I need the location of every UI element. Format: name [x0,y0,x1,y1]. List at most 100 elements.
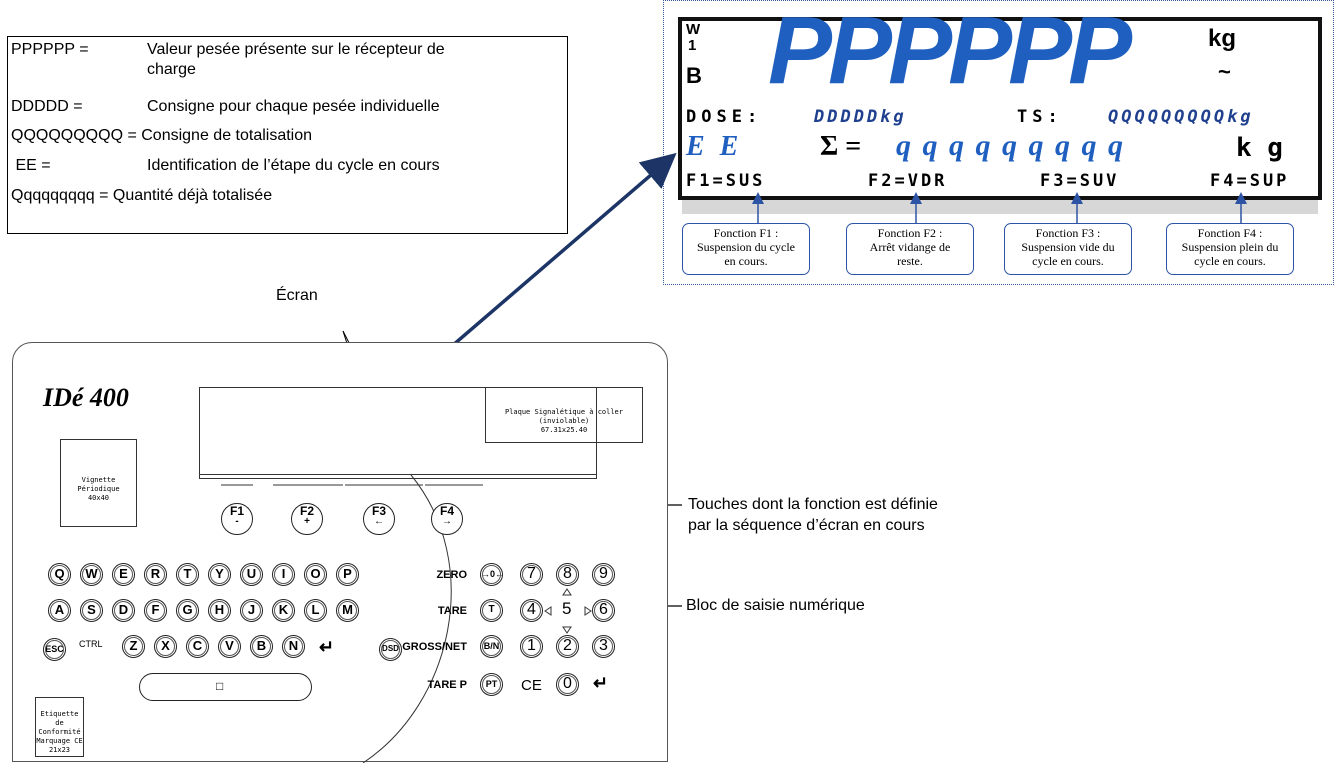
key-l[interactable]: L [304,599,327,622]
ctrl-key[interactable]: CTRL [79,639,103,649]
callout-title: Fonction F4 : [1197,226,1263,240]
brut-indicator: B [686,63,702,88]
ce-text: Marquage CE [36,737,83,745]
numpad-enter-key[interactable]: ↵ [593,673,609,693]
esc-key[interactable]: ESC [43,638,66,661]
key-i[interactable]: I [272,563,295,586]
sticker-text: Vignette Périodique [77,476,120,493]
key-c[interactable]: C [186,635,209,658]
key-g[interactable]: G [176,599,199,622]
key-b[interactable]: B [250,635,273,658]
callout-line: reste. [897,254,923,268]
sticker-size: 40x40 [87,494,110,502]
nameplate-size: 67.31x25.40 [540,426,588,434]
key-f[interactable]: F [144,599,167,622]
step-identifier: E E [686,131,743,162]
w-indicator: W [686,21,701,38]
callout-line: cycle en cours. [1032,254,1104,268]
key-p[interactable]: P [336,563,359,586]
total-value: q q q q q q q q q [896,129,1125,162]
key-y[interactable]: Y [208,563,231,586]
f1-key[interactable]: F1- [221,503,253,535]
total-unit: k g [1236,133,1283,163]
key-2[interactable]: 2 [556,635,579,658]
key-1[interactable]: 1 [520,635,543,658]
key-k[interactable]: K [272,599,295,622]
legend-key: PPPPPP = [11,41,89,58]
callout-line: Suspension plein du [1181,240,1279,254]
key-x[interactable]: X [154,635,177,658]
key-n[interactable]: N [282,635,305,658]
spacebar[interactable]: □ [139,673,312,701]
legend-value: Valeur pesée présente sur le récepteur d… [147,41,445,58]
f4-key[interactable]: F4→ [431,503,463,535]
legend-key: DDDDD = [11,98,83,115]
callout-arrows [752,192,1247,223]
ce-text: 21x23 [48,746,71,754]
key-v[interactable]: V [218,635,241,658]
ce-text: Etiquette de [40,710,79,727]
tare-key[interactable]: T [480,599,503,622]
key-symbol: ← [374,516,384,527]
key-w[interactable]: W [80,563,103,586]
weight-unit: kg [1208,25,1237,52]
sigma-sign: Σ = [820,131,862,162]
callout-f2: Fonction F2 : Arrêt vidange de reste. [846,223,974,275]
callout-line: en cours. [724,254,768,268]
callout-title: Fonction F1 : [713,226,779,240]
key-h[interactable]: H [208,599,231,622]
key-9[interactable]: 9 [592,563,615,586]
key-4[interactable]: 4 [520,599,543,622]
nameplate: Plaque Signalétique à coller (inviolable… [485,387,643,443]
key-symbol: + [304,516,310,527]
key-label: F2 [299,504,314,518]
key-d[interactable]: D [112,599,135,622]
key-r[interactable]: R [144,563,167,586]
tare-p-key[interactable]: PT [480,673,503,696]
key-symbol: → [442,516,452,527]
legend-key: Qqqqqqqqq = Quantité déjà totalisée [11,187,273,204]
key-j[interactable]: J [240,599,263,622]
callout-title: Fonction F3 : [1035,226,1101,240]
zero-label: ZERO [436,569,467,581]
f2-key[interactable]: F2+ [291,503,323,535]
key-t[interactable]: T [176,563,199,586]
weighing-terminal: IDé 400 Plaque Signalétique à coller (in… [12,342,668,763]
legend-box: PPPPPP = Valeur pesée présente sur le ré… [7,36,568,234]
key-3[interactable]: 3 [592,635,615,658]
key-6[interactable]: 6 [592,599,615,622]
callout-line: Suspension vide du [1021,240,1115,254]
callout-f4: Fonction F4 : Suspension plein du cycle … [1166,223,1294,275]
touches-label-1: Touches dont la fonction est définie [688,496,938,513]
dsd-key[interactable]: DSD [379,638,402,661]
key-8[interactable]: 8 [556,563,579,586]
ce-key[interactable]: CE [521,677,542,694]
enter-key[interactable]: ↵ [319,637,335,657]
device-screen [199,387,597,475]
dose-label: DOSE: [686,107,763,127]
bloc-label: Bloc de saisie numérique [686,597,865,614]
key-u[interactable]: U [240,563,263,586]
key-a[interactable]: A [48,599,71,622]
f1-display: F1=SUS [686,171,766,191]
key-0[interactable]: 0 [556,673,579,696]
key-7[interactable]: 7 [520,563,543,586]
gross-net-key[interactable]: B/N [480,635,503,658]
f3-key[interactable]: F3← [363,503,395,535]
key-5[interactable]: 5 [562,599,572,618]
key-z[interactable]: Z [122,635,145,658]
zero-key[interactable]: →0← [480,563,504,586]
f4-display: F4=SUP [1210,171,1290,191]
key-q[interactable]: Q [48,563,71,586]
key-s[interactable]: S [80,599,103,622]
key-o[interactable]: O [304,563,327,586]
key-label: F1 [229,504,244,518]
nameplate-text: Plaque Signalétique à coller (inviolable… [504,408,623,425]
f3-display: F3=SUV [1040,171,1120,191]
square-icon: □ [216,679,224,693]
gross-net-label: GROSS/NET [402,641,467,653]
legend-value-cont: charge [147,61,196,78]
key-e[interactable]: E [112,563,135,586]
stability-indicator: ~ [1218,59,1231,84]
key-m[interactable]: M [336,599,359,622]
